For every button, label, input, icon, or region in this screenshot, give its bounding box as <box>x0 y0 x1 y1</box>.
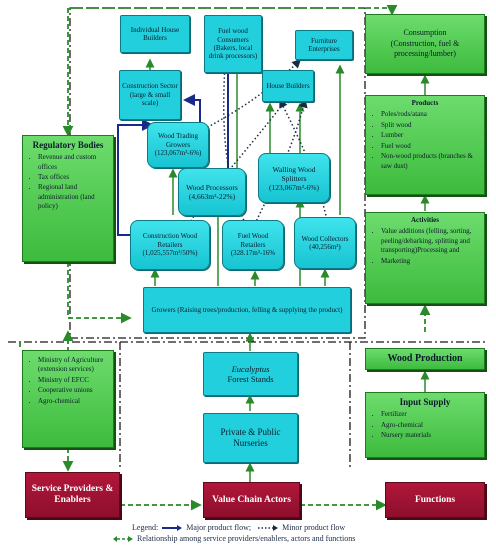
construction-wood-retailers-value: (1,025,557m³/50%) <box>142 249 198 258</box>
value-chain-actors-box: Value Chain Actors <box>203 482 300 518</box>
input-supply-title: Input Supply <box>399 397 451 407</box>
eucalyptus-label: Eucalyptus <box>231 363 270 374</box>
nurseries-box: Private & Public Nurseries <box>203 413 298 463</box>
legend-row-flows: Legend: Major product flow; Minor produc… <box>110 522 490 533</box>
list-item: Split wood <box>381 121 480 130</box>
wood-processors-label: Wood Processors <box>186 183 238 192</box>
list-item: Tax offices <box>38 173 109 182</box>
fuel-wood-retailers-value: (328.17m³-16% <box>230 249 276 258</box>
list-item: Fertilizer <box>381 410 480 419</box>
individual-house-builders-box: Individual House Builders <box>120 15 190 53</box>
list-item: Ministry of EFCC <box>38 376 109 385</box>
relationship-lines <box>19 5 431 511</box>
list-item: Cooperative unions <box>38 386 109 395</box>
wood-trading-growers-box: Wood Trading Growers (123,067m³-6%) <box>147 122 209 168</box>
functions-box: Functions <box>385 482 485 518</box>
products-list: Poles/rods/atana Split wood Lumber Fuel … <box>370 110 480 171</box>
list-item: Fuel wood <box>381 142 480 151</box>
input-supply-list: Fertilizer Agro-chemical Nursery materia… <box>370 410 480 440</box>
walling-wood-splitters-value: (123,067m³-6%) <box>269 182 319 192</box>
regulatory-bodies-list: Revenue and custom offices Tax offices R… <box>27 153 109 212</box>
list-item: Nursery materials <box>381 431 480 440</box>
list-item: Poles/rods/atana <box>381 110 480 119</box>
construction-wood-retailers-label: Construction Wood Retailers <box>142 232 198 249</box>
eucalyptus-forest-stands-box: Eucalyptus Forest Stands <box>203 352 298 396</box>
activities-box: Activities Value additions (felling, sor… <box>365 212 485 304</box>
activities-list: Value additions (felling, sorting, peeli… <box>370 227 480 266</box>
service-providers-list-box: Ministry of Agriculture (extension servi… <box>22 350 114 448</box>
walling-wood-splitters-label: Walling Wood Splitters <box>272 164 316 183</box>
list-item: Non-wood products (branches & saw dust) <box>381 152 480 171</box>
major-flow-swatch <box>161 524 183 532</box>
forest-stands-label: Forest Stands <box>227 374 274 384</box>
furniture-enterprises-box: Furniture Enterprises <box>295 30 353 60</box>
fuel-wood-consumers-box: Fuel wood Consumers (Bakers, local drink… <box>204 15 262 73</box>
list-item: Agro-chemical <box>381 421 480 430</box>
furniture-enterprises-label: Furniture Enterprises <box>308 36 340 53</box>
service-providers-enablers-label: Service Providers & Enablers <box>31 484 114 505</box>
legend-minor-label: Minor product flow <box>282 523 346 532</box>
list-item: Revenue and custom offices <box>38 153 109 172</box>
list-item: Ministry of Agriculture (extension servi… <box>38 356 109 375</box>
wood-collectors-box: Wood Collectors (40,256m³) <box>294 217 356 269</box>
wood-trading-growers-value: (123,067m³-6%) <box>154 149 202 158</box>
regulatory-bodies-title: Regulatory Bodies <box>32 140 104 150</box>
input-supply-box: Input Supply Fertilizer Agro-chemical Nu… <box>365 392 485 458</box>
service-providers-enablers-box: Service Providers & Enablers <box>25 472 120 518</box>
products-box: Products Poles/rods/atana Split wood Lum… <box>365 95 485 195</box>
list-item: Value additions (felling, sorting, peeli… <box>381 227 480 255</box>
individual-house-builders-label: Individual House Builders <box>130 25 180 42</box>
functions-label: Functions <box>414 494 456 505</box>
activities-title: Activities <box>411 216 439 224</box>
products-title: Products <box>411 99 439 107</box>
wood-processors-box: Wood Processors (4,663m³-22%) <box>178 168 246 216</box>
legend-relation-label: Relationship among service providers/ena… <box>137 534 356 543</box>
house-builders-label: House Builders <box>266 81 310 90</box>
fuel-wood-consumers-label: Fuel wood Consumers (Bakers, local drink… <box>208 27 258 61</box>
list-item: Regional land administration (land polic… <box>38 183 109 211</box>
consumption-box: Consumption (Construction, fuel & proces… <box>365 14 485 74</box>
minor-flow-swatch <box>257 524 279 532</box>
wood-processors-value: (4,663m³-22%) <box>188 192 236 201</box>
walling-wood-splitters-box: Walling Wood Splitters (123,067m³-6%) <box>258 153 330 203</box>
house-builders-box: House Builders <box>262 70 314 102</box>
consumption-subtitle: (Construction, fuel & processing/lumber) <box>390 38 460 59</box>
nurseries-label: Private & Public Nurseries <box>220 427 281 448</box>
value-chain-actors-label: Value Chain Actors <box>212 494 291 505</box>
fuel-wood-retailers-box: Fuel Wood Retailers (328.17m³-16% <box>222 220 284 270</box>
construction-sector-box: Construction Sector (large & small scale… <box>119 70 181 120</box>
wood-production-box: Wood Production <box>365 348 485 370</box>
list-item: Marketing <box>381 257 480 266</box>
wood-collectors-label: Wood Collectors <box>301 234 349 243</box>
growers-box: Growers (Raising trees/production, felli… <box>143 287 351 333</box>
legend-label: Legend: <box>132 523 159 532</box>
service-providers-list: Ministry of Agriculture (extension servi… <box>27 356 109 406</box>
construction-wood-retailers-box: Construction Wood Retailers (1,025,557m³… <box>130 220 210 270</box>
legend-row-relation: Relationship among service providers/ena… <box>110 533 490 544</box>
wood-production-label: Wood Production <box>387 353 463 365</box>
consumption-title: Consumption <box>403 27 447 37</box>
wood-trading-growers-label: Wood Trading Growers <box>157 132 199 149</box>
legend: Legend: Major product flow; Minor produc… <box>110 522 490 544</box>
wood-collectors-value: (40,256m³) <box>309 243 341 251</box>
growers-label: Growers (Raising trees/production, felli… <box>151 305 343 314</box>
construction-sector-label: Construction Sector (large & small scale… <box>122 82 178 108</box>
list-item: Lumber <box>381 131 480 140</box>
relation-swatch <box>112 535 134 543</box>
legend-major-label: Major product flow; <box>186 523 252 532</box>
list-item: Agro-chemical <box>38 397 109 406</box>
fuel-wood-retailers-label: Fuel Wood Retailers <box>237 232 269 249</box>
regulatory-bodies-box: Regulatory Bodies Revenue and custom off… <box>22 135 114 262</box>
